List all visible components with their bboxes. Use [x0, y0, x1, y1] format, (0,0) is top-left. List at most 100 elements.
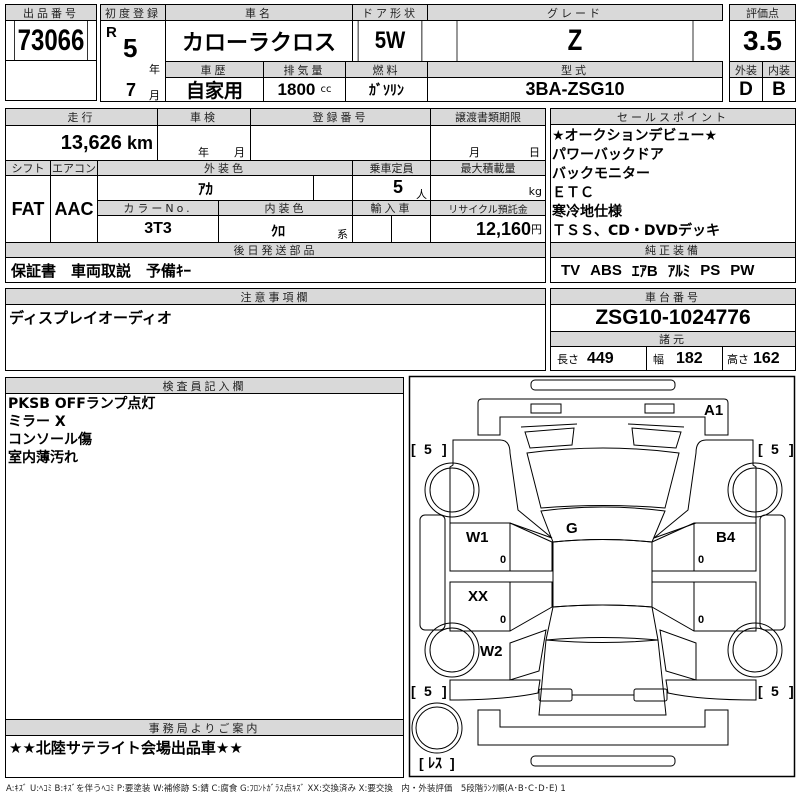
yen-unit: 円	[531, 223, 542, 236]
chassis-number: ZSG10-1024776	[550, 304, 796, 332]
later-parts: 保証書 車両取説 予備ｷｰ	[5, 257, 546, 283]
car-diagram: A1 G W1 B4 XX W2 0 0 0 0 [5] [5] [5] [5]…	[408, 375, 796, 778]
equipment-item: TV	[561, 261, 581, 279]
max-load-cell: kg	[430, 175, 546, 201]
registration-label: 登録番号	[250, 108, 431, 126]
int-color-cell: ｸﾛ 系	[218, 215, 353, 243]
sales-points-label: セールスポイント	[550, 108, 796, 125]
rear-bumper	[477, 709, 729, 746]
sales-point: ★オークションデビュー★	[552, 128, 718, 144]
recycle: 12,160	[475, 218, 531, 239]
max-load-label: 最大積載量	[430, 160, 546, 176]
score: 3.5	[729, 20, 796, 62]
zero-mark: 0	[500, 554, 506, 566]
tire-tread-fl: 5	[424, 441, 432, 457]
width-label: 幅	[653, 352, 664, 366]
equipment-item: ABS	[590, 261, 622, 279]
left-front-door	[449, 522, 553, 572]
int-color-unit: 系	[337, 228, 348, 241]
later-parts-label: 後日発送部品	[5, 242, 546, 258]
fog-right	[644, 403, 675, 414]
inspector-line: PKSB OFFランプ点灯	[8, 396, 156, 412]
transfer-month-unit: 月	[469, 146, 480, 159]
history-label: 車歴	[165, 61, 264, 78]
spare-status: ﾚｽ	[428, 755, 442, 771]
tire-front-left	[424, 462, 480, 518]
specs-label: 諸元	[550, 331, 796, 347]
rear-glass	[545, 604, 659, 641]
diagram-border	[408, 375, 796, 778]
equipment-item: ｱﾙﾐ	[667, 262, 691, 280]
door-type: 5W	[357, 20, 423, 62]
mark-front-bumper: A1	[704, 402, 723, 419]
left-sill	[419, 514, 446, 631]
mileage-label: 走行	[5, 108, 158, 126]
trunk	[538, 639, 667, 716]
svg-text:]: ]	[442, 441, 447, 457]
cc-unit: cc	[320, 84, 332, 95]
interior-label: 内装	[762, 61, 796, 78]
reg-year: 5	[123, 33, 138, 63]
color-no: 3T3	[97, 215, 219, 243]
int-color: ｸﾛ	[271, 224, 285, 240]
door-label: ドア形状	[352, 4, 428, 21]
model-label: 型式	[427, 61, 723, 78]
sales-points-list: ★オークションデビュー★ パワーバックドア バックモニター ＥＴＣ 寒冷地仕様 …	[552, 127, 720, 241]
windshield	[540, 506, 666, 543]
svg-text:[: [	[411, 441, 416, 457]
car-name-label: 車名	[165, 4, 353, 21]
recycle-label: リサイクル預託金	[430, 200, 546, 216]
length-cell: 長さ 449	[550, 346, 647, 371]
transfer-value: 月日	[430, 125, 546, 161]
equipment-item: PS	[700, 261, 721, 279]
import-label: 輸入車	[352, 200, 431, 216]
fuel-label: 燃料	[345, 61, 428, 78]
mark-right-front-door: B4	[716, 529, 736, 546]
history: 自家用	[165, 77, 264, 102]
equipment-list: TV ABS ｴｱB ｱﾙﾐ PS PW	[550, 257, 796, 283]
int-color-label: 内装色	[218, 200, 353, 216]
score-label: 評価点	[729, 4, 796, 21]
grade-label: グレード	[427, 4, 723, 21]
km-unit: km	[126, 132, 153, 153]
headlight-left	[520, 423, 578, 449]
displacement: 1800	[277, 79, 316, 99]
sales-point: ＥＴＣ	[552, 185, 594, 201]
inspector-label: 検査員記入欄	[5, 377, 404, 394]
mark-windshield: G	[566, 520, 578, 537]
tire-rear-right	[727, 622, 783, 678]
svg-text:[: [	[758, 441, 763, 457]
tire-tread-rr: 5	[771, 683, 779, 699]
lot-label: 出品番号	[5, 4, 97, 21]
tire-rear-left	[424, 622, 480, 678]
right-sill	[759, 514, 786, 631]
inspection-year-unit: 年	[198, 146, 209, 159]
hood	[526, 447, 680, 509]
spare-tire	[411, 702, 463, 754]
svg-text:]: ]	[789, 441, 794, 457]
length: 449	[587, 349, 614, 367]
mileage: 13,626	[60, 131, 122, 154]
mark-left-rear-door: XX	[468, 588, 488, 605]
year-unit: 年	[149, 63, 160, 76]
length-label: 長さ	[557, 352, 579, 366]
chassis-label: 車台番号	[550, 288, 796, 305]
equipment-item: PW	[730, 261, 755, 279]
zero-mark: 0	[500, 614, 506, 626]
lot-number: 73066	[14, 20, 88, 61]
tire-tread-fr: 5	[771, 441, 779, 457]
equipment-label: 純正装備	[550, 242, 796, 258]
inspector-line: コンソール傷	[8, 432, 92, 448]
svg-text:[: [	[419, 755, 424, 771]
front-bumper	[477, 398, 729, 436]
notes: ディスプレイオーディオ	[9, 309, 172, 327]
interior-score: B	[762, 77, 796, 102]
tire-front-right	[727, 462, 783, 518]
height: 162	[753, 349, 780, 367]
fuel: ｶﾞｿﾘﾝ	[345, 77, 428, 102]
shift: FAT	[5, 175, 51, 243]
